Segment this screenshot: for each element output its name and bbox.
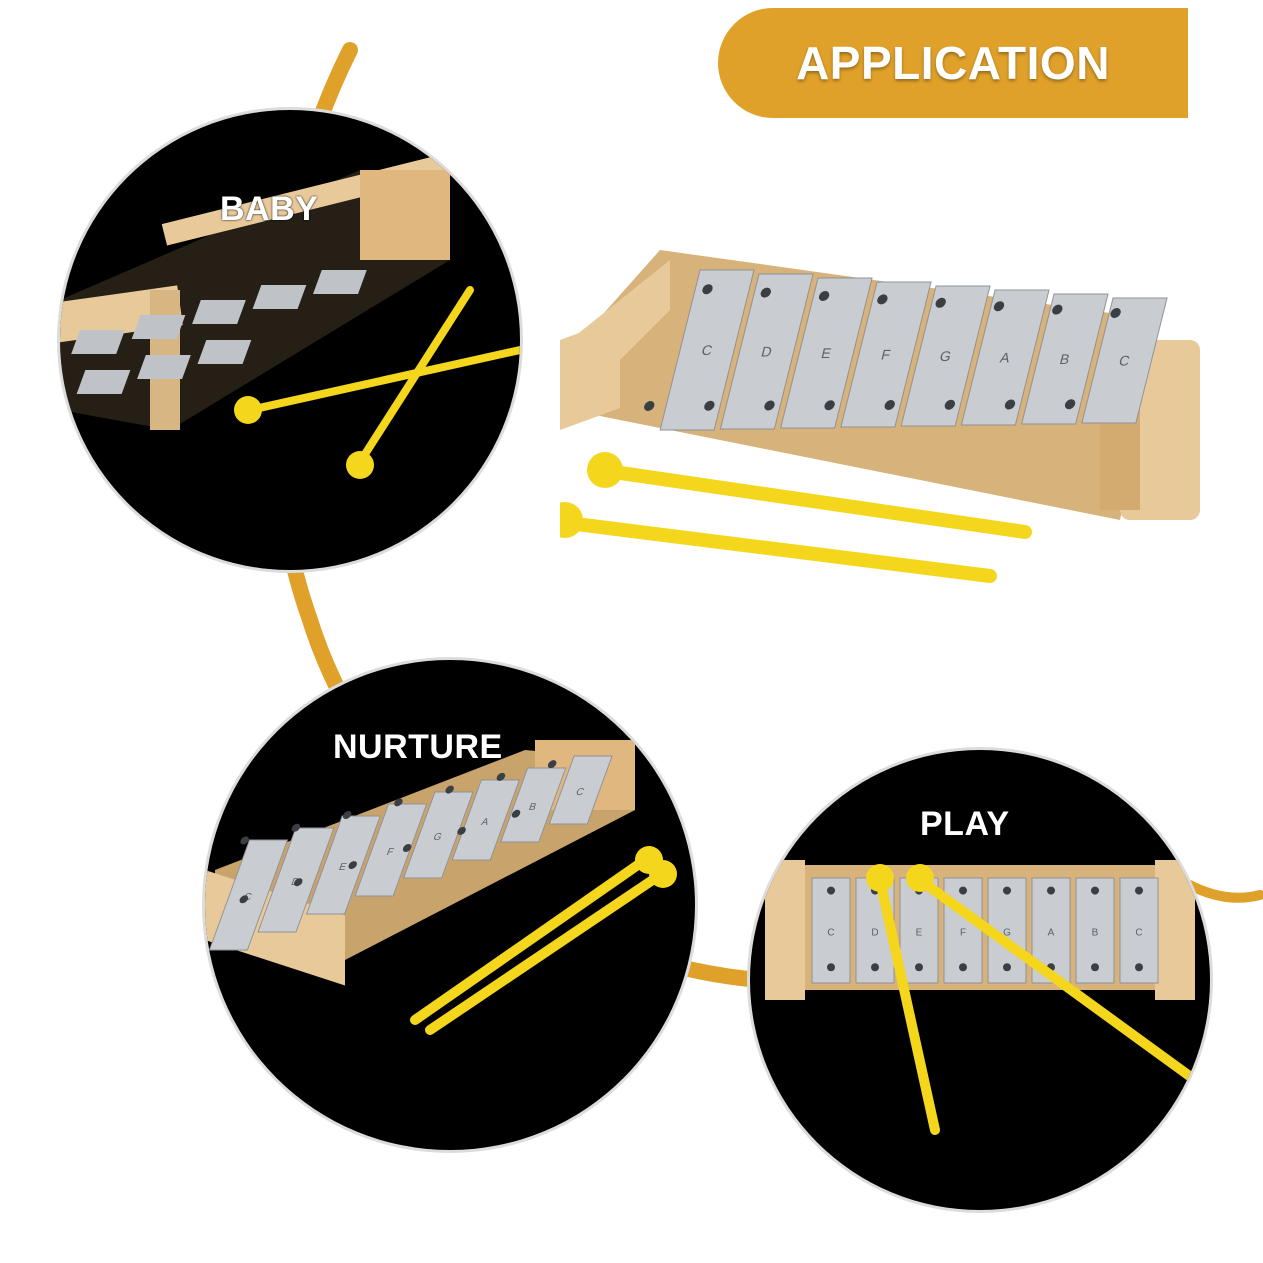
bar-pin: [1110, 308, 1121, 318]
bar-pin: [293, 878, 303, 887]
play-caption: PLAY: [920, 805, 1010, 843]
baby-xylophone-image: [60, 154, 520, 479]
bar-note-label: A: [1048, 928, 1055, 939]
bar-note-label: G: [1003, 928, 1011, 939]
bar-pin: [877, 294, 888, 305]
bar-note-label: G: [938, 349, 953, 365]
bar-pin: [1003, 886, 1011, 895]
bar-pin: [827, 963, 835, 972]
xylophone-bar: [548, 755, 613, 825]
xylophone-bar: [719, 273, 814, 430]
bar-pin: [884, 400, 895, 410]
bar-note-label: C: [827, 928, 834, 939]
bar-note-label: B: [1058, 352, 1071, 368]
bar-pin: [342, 811, 352, 820]
bar-pin: [348, 861, 357, 870]
bar-pin: [959, 886, 967, 895]
xylophone-bar: [402, 791, 474, 879]
xylophone-bar: [960, 289, 1050, 426]
xylophone-bar: [500, 767, 567, 843]
bar-pin: [871, 963, 879, 972]
bar-pin: [1047, 886, 1055, 895]
bar-note-label: C: [1117, 354, 1131, 370]
play-panel: C D E F G A B C PLAY: [750, 750, 1210, 1210]
bar-note-label: C: [700, 343, 714, 359]
bar-pin: [993, 301, 1005, 312]
application-label: APPLICATION: [796, 37, 1110, 89]
bar-note-label: E: [819, 346, 832, 362]
bar-pin: [702, 284, 713, 295]
bar-note-label: D: [871, 928, 878, 939]
xylophone-bar: [659, 269, 755, 431]
bar-pin: [239, 895, 249, 904]
bar-pin: [824, 400, 835, 411]
baby-panel: BABY: [60, 110, 520, 570]
bar-pin: [935, 297, 946, 308]
bar-pin: [818, 291, 830, 301]
bar-pin: [1135, 886, 1143, 895]
xylophone-bar: [208, 839, 289, 951]
bar-pin: [959, 963, 967, 972]
bar-pin: [457, 826, 466, 835]
xylophone-bar: [780, 277, 873, 429]
bar-pin: [1091, 886, 1099, 895]
bar-note-label: C: [574, 787, 586, 798]
bar-note-label: B: [1092, 928, 1099, 939]
bar-note-label: G: [432, 832, 444, 843]
bar-pin: [547, 760, 557, 769]
bar-pin: [511, 809, 521, 818]
bar-pin: [445, 785, 454, 794]
bar-note-label: A: [480, 817, 491, 828]
nurture-caption: NURTURE: [333, 728, 503, 766]
bar-note-label: B: [527, 802, 538, 813]
bar-pin: [394, 798, 403, 807]
bar-note-label: F: [960, 928, 966, 939]
xylophone-bar: [900, 285, 991, 427]
bar-note-label: D: [759, 345, 773, 361]
bar-pin: [291, 823, 301, 832]
bar-pin: [1091, 963, 1099, 972]
bar-pin: [1052, 304, 1063, 315]
bar-note-label: E: [337, 862, 348, 873]
bar-pin: [944, 399, 956, 410]
bar-pin: [644, 401, 655, 411]
xylophone-bar: [1081, 297, 1168, 424]
bar-pin: [764, 400, 775, 411]
bar-pin: [704, 400, 715, 411]
bar-pin: [760, 287, 771, 298]
application-badge: APPLICATION: [718, 8, 1188, 118]
bar-pin: [827, 886, 835, 895]
bar-pin: [1003, 963, 1011, 972]
bar-note-label: C: [1135, 928, 1142, 939]
baby-caption: BABY: [220, 190, 319, 228]
bar-pin: [1135, 963, 1143, 972]
xylophone-bar: [1021, 293, 1109, 425]
bar-pin: [240, 836, 249, 845]
bar-note-label: E: [916, 928, 923, 939]
bar-pin: [1004, 399, 1016, 410]
bar-pin: [915, 963, 923, 972]
bar-pin: [402, 844, 412, 852]
bar-note-label: F: [385, 847, 395, 858]
bar-pin: [1064, 399, 1076, 410]
xylophone-bar: [305, 815, 381, 915]
xylophone-bar: [840, 281, 932, 428]
bar-pin: [496, 772, 506, 781]
